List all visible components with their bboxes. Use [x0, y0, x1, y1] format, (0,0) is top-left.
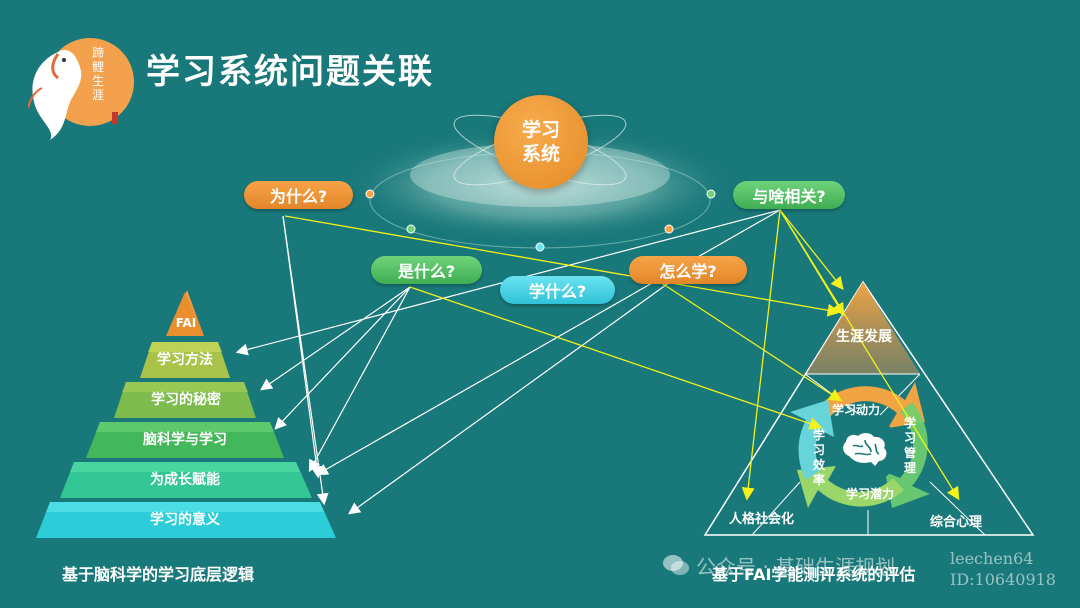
pyramid-level-fai: FAI [175, 316, 197, 330]
pyramid-level-method: 学习方法 [157, 352, 213, 368]
watermark-line1: leechen64 [950, 549, 1034, 568]
question-how: 怎么学? [629, 256, 747, 284]
pyramid-level-5-wide [60, 462, 312, 498]
page-title: 学习系统问题关联 [146, 52, 434, 92]
watermark-line2: ID:10640918 [950, 570, 1056, 589]
pyramid-base [36, 502, 336, 538]
pyramid-level-secret: 学习的秘密 [151, 392, 221, 408]
triangle-bottom-right-label: 综合心理 [930, 515, 983, 530]
yellow-arrows [284, 209, 960, 501]
cycle-label-motivation: 学习动力 [832, 403, 881, 417]
triangle-caption: 基于FAI学能测评系统的评估 [712, 565, 916, 584]
pyramid-level-growth: 为成长赋能 [150, 472, 220, 488]
pyramid-level-3-wide [114, 382, 256, 418]
pyramid-level-meaning: 学习的意义 [150, 512, 220, 528]
cycle-label-potential: 学习潜力 [846, 487, 895, 501]
orbit-dot [535, 242, 545, 252]
triangle-top-label: 生涯发展 [836, 329, 892, 345]
evaluation-triangle-outline [703, 280, 1035, 536]
question-what: 是什么? [371, 256, 482, 284]
cycle-label-management: 学习管理 [903, 416, 916, 475]
koi-fish-logo [28, 38, 134, 140]
pyramid-caption: 基于脑科学的学习底层逻辑 [62, 565, 255, 584]
wechat-icon [663, 555, 689, 575]
triangle-divider [929, 481, 986, 536]
orbit-dot [365, 189, 375, 199]
triangle-top-segment [806, 282, 920, 374]
triangle-divider [751, 481, 801, 536]
pyramid-level-brain: 脑科学与学习 [143, 432, 227, 448]
orbit-dot [406, 224, 416, 234]
pyramid-level-1-top [166, 292, 204, 336]
orbit-dot [664, 224, 674, 234]
pyramid-level-4-wide [86, 422, 284, 458]
question-learn-what: 学什么? [500, 276, 615, 304]
question-related: 与啥相关? [733, 181, 845, 209]
learning-system-node: 学习系统 [494, 95, 588, 189]
triangle-bottom-left-label: 人格社会化 [729, 512, 795, 527]
watermark-account: 公众号 · 基础生涯规划 [696, 555, 896, 579]
cycle-label-efficiency: 学习效率 [812, 428, 825, 487]
orbit-dot [706, 189, 716, 199]
logo-text: 蹄鲤生涯 [91, 46, 104, 102]
triangle-divider [879, 373, 921, 416]
pyramid-level-2-wide [140, 342, 230, 378]
center-label-line2: 系统 [521, 143, 560, 165]
center-label-line1: 学习 [521, 119, 560, 141]
white-arrows [235, 209, 781, 515]
question-why: 为什么? [244, 181, 353, 209]
brain-icon [843, 433, 887, 466]
